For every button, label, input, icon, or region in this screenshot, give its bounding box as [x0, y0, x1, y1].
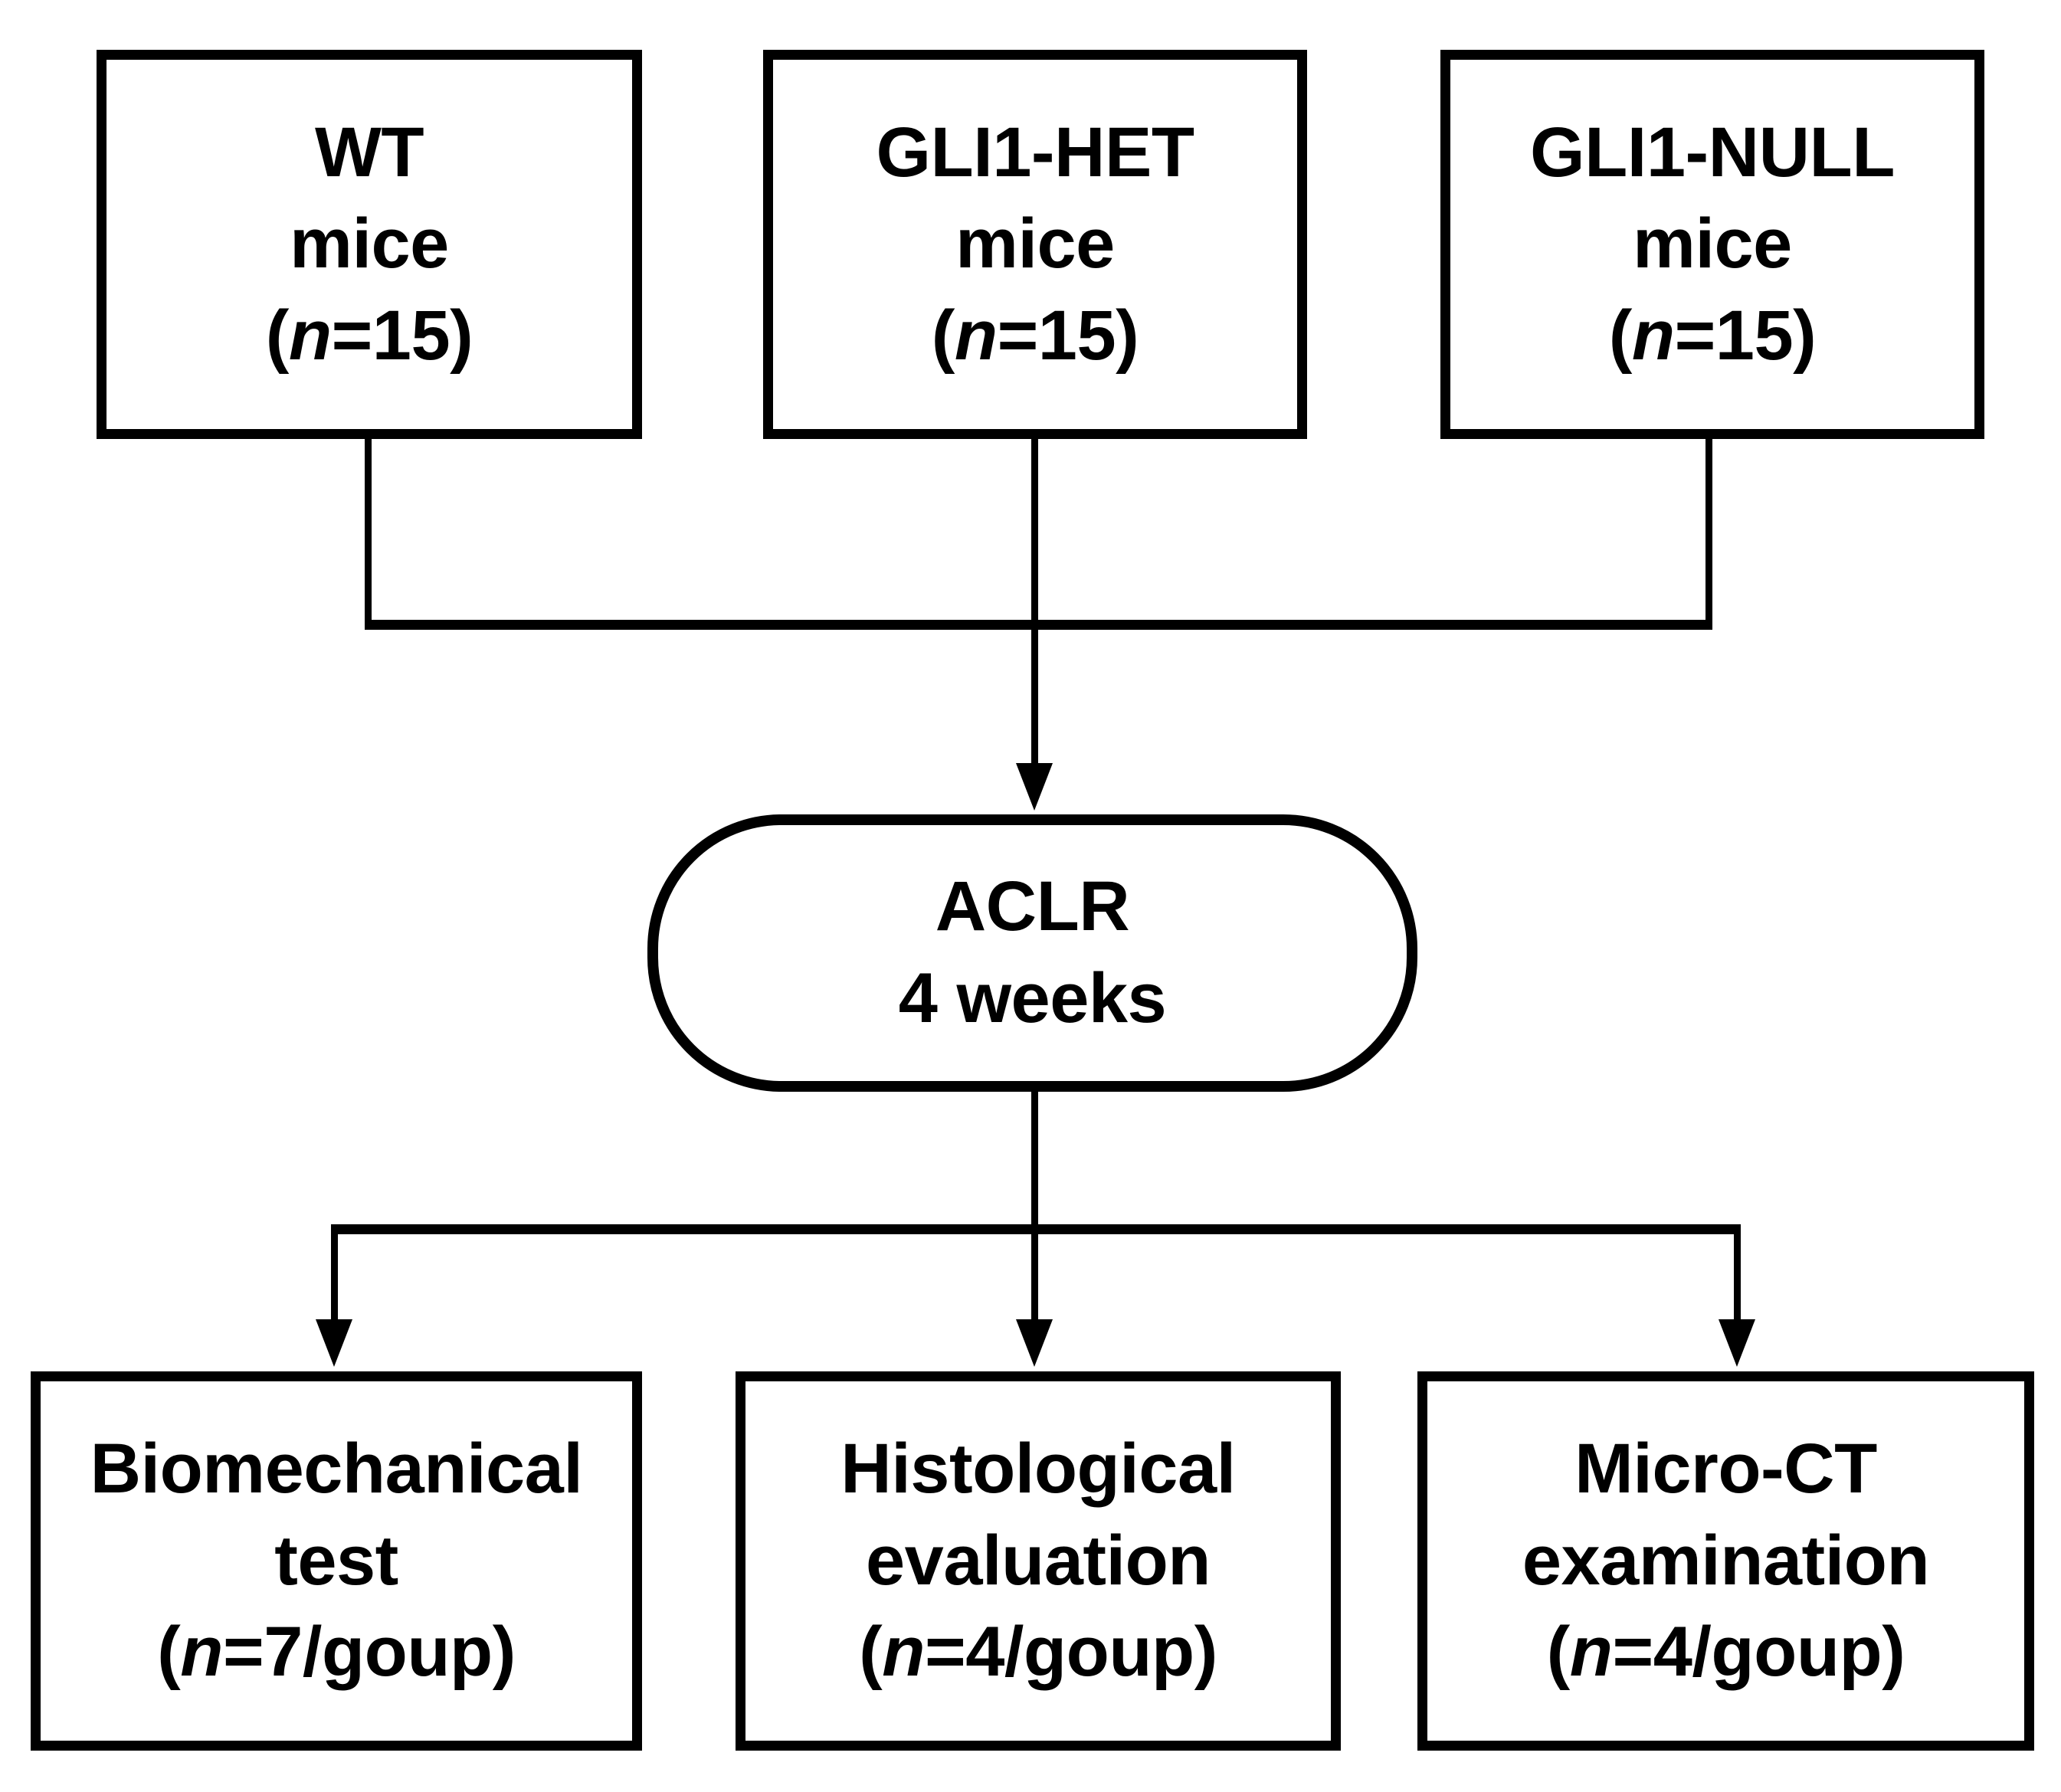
connector-to-microct [1734, 1224, 1741, 1323]
node-gli1-null-line2: mice [1633, 205, 1792, 283]
arrowhead-to-aclr [1016, 763, 1053, 811]
node-histological-line2: evaluation [865, 1521, 1211, 1600]
node-microct-line2: examination [1522, 1521, 1930, 1600]
node-gli1-null-mice: GLI1-NULL mice (n=15) [1440, 50, 1984, 439]
connector-aclr-stem [1031, 1092, 1038, 1230]
connector-merge-to-aclr [1031, 620, 1038, 765]
node-gli1-het-mice: GLI1-HET mice (n=15) [763, 50, 1307, 439]
node-gli1-het-sample-size: (n=15) [931, 296, 1139, 375]
arrowhead-to-biomechanical [316, 1319, 352, 1367]
node-wt-sample-size: (n=15) [265, 296, 473, 375]
connector-wt-stem [365, 439, 372, 630]
connector-gli1-het-stem [1031, 439, 1038, 630]
node-gli1-null-sample-size: (n=15) [1608, 296, 1817, 375]
connector-to-biomechanical [331, 1224, 338, 1323]
node-biomechanical-line1: Biomechanical [90, 1430, 583, 1509]
node-gli1-null-line1: GLI1-NULL [1530, 113, 1895, 192]
node-wt-line1: WT [314, 113, 424, 192]
node-microct-line1: Micro-CT [1574, 1430, 1877, 1509]
node-histological-sample-size: (n=4/goup) [859, 1613, 1217, 1692]
node-aclr-line1: ACLR [935, 867, 1130, 946]
node-biomechanical-test: Biomechanical test (n=7/goup) [31, 1371, 642, 1751]
node-histological-evaluation: Histological evaluation (n=4/goup) [736, 1371, 1341, 1751]
node-biomechanical-line2: test [274, 1521, 398, 1600]
arrowhead-to-microct [1719, 1319, 1755, 1367]
node-histological-line1: Histological [840, 1430, 1236, 1509]
node-aclr-procedure: ACLR 4 weeks [647, 814, 1417, 1092]
node-aclr-line2: 4 weeks [898, 959, 1167, 1037]
connector-merge-bar [365, 620, 1712, 630]
connector-gli1-null-stem [1705, 439, 1712, 630]
node-gli1-het-line2: mice [955, 205, 1115, 283]
arrowhead-to-histological [1016, 1319, 1053, 1367]
node-wt-mice: WT mice (n=15) [97, 50, 642, 439]
node-wt-line2: mice [290, 205, 449, 283]
node-biomechanical-sample-size: (n=7/goup) [157, 1613, 516, 1692]
node-gli1-het-line1: GLI1-HET [876, 113, 1194, 192]
node-micro-ct-examination: Micro-CT examination (n=4/goup) [1417, 1371, 2034, 1751]
connector-to-histological [1031, 1224, 1038, 1323]
node-microct-sample-size: (n=4/goup) [1546, 1613, 1905, 1692]
